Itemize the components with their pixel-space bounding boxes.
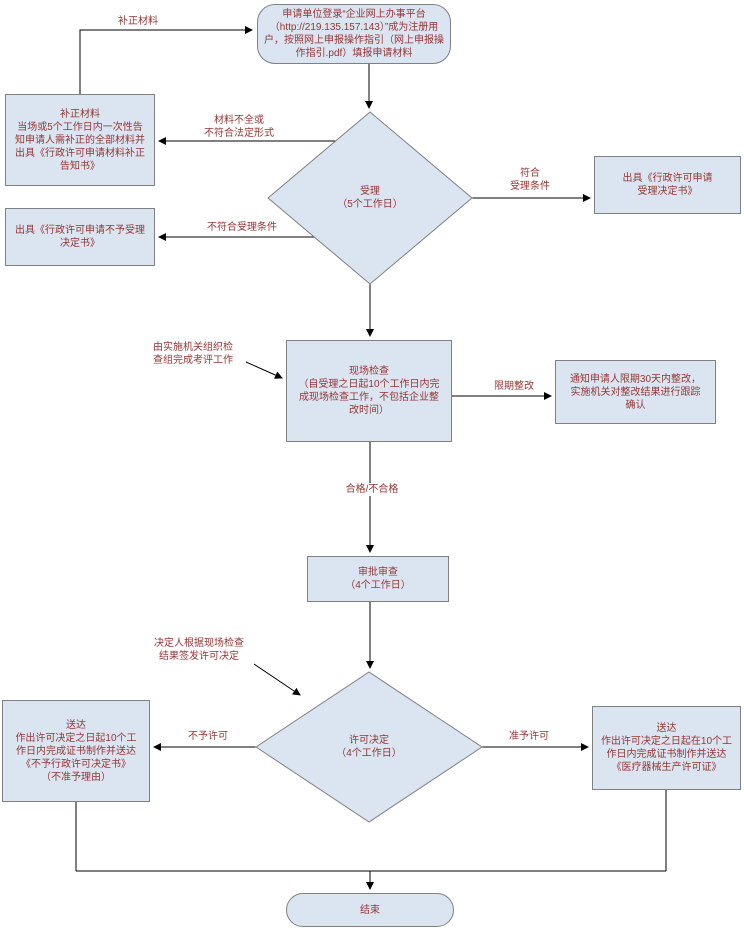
- edge-label-resubmit: 补正材料: [118, 16, 158, 27]
- edge-label-not-accepted: 不符合受理条件: [207, 222, 277, 233]
- site-inspection-node: 现场检查 （自受理之日起10个工作日内完 成现场检查工作，不包括企业整 改时间）: [286, 340, 452, 442]
- acceptance-notice-node: 出具《行政许可申请 受理决定书》: [594, 156, 741, 214]
- end-node: 结束: [286, 893, 454, 927]
- deny-delivery-node: 送达 作出许可决定之日起10个工 作日内完成证书制作并送达 《不予行政许可决定书…: [2, 700, 150, 802]
- acceptance-diamond-shape: [267, 111, 473, 285]
- edge-label-deny: 不予许可: [188, 731, 228, 742]
- edge-label-organize-inspection: 由实施机关组织检 查组完成考评工作: [153, 342, 233, 366]
- license-decision-diamond-shape: [255, 671, 483, 823]
- approval-review-node: 审批审查 （4个工作日）: [307, 556, 449, 602]
- license-decision-diamond-label: 许可决定 （4个工作日）: [336, 735, 402, 759]
- start-node: 申请单位登录“企业网上办事平台（http://219.135.157.143）”…: [257, 4, 451, 64]
- acceptance-diamond-label: 受理 （5个工作日）: [337, 186, 403, 210]
- edge-label-decision-basis: 决定人根据现场检查 结果签发许可决定: [154, 638, 244, 662]
- reject-notice-node: 出具《行政许可申请不予受理 决定书》: [5, 208, 155, 266]
- edge-label-rectify-deadline: 限期整改: [494, 381, 534, 392]
- edge-label-qualified: 合格/不合格: [335, 483, 409, 496]
- correction-materials-node: 补正材料 当场或5个工作日内一次性告 知申请人需补正的全部材料并 出具《行政许可…: [5, 94, 155, 186]
- edge-decision-basis-line: [253, 663, 301, 696]
- rectification-notice-node: 通知申请人限期30天内整改， 实施机关对整改结果进行跟踪 确认: [555, 360, 716, 424]
- edge-label-incomplete: 材料不全或 不符合法定形式: [204, 115, 274, 139]
- grant-delivery-node: 送达 作出许可决定之日起在10个工 作日内完成证书制作并送达 《医疗器械生产许可…: [592, 706, 741, 790]
- edge-label-accepted: 符合 受理条件: [510, 168, 550, 192]
- edge-label-grant: 准予许可: [509, 731, 549, 742]
- edge-organize-line: [245, 361, 283, 379]
- edge-resubmit-line: [79, 26, 253, 94]
